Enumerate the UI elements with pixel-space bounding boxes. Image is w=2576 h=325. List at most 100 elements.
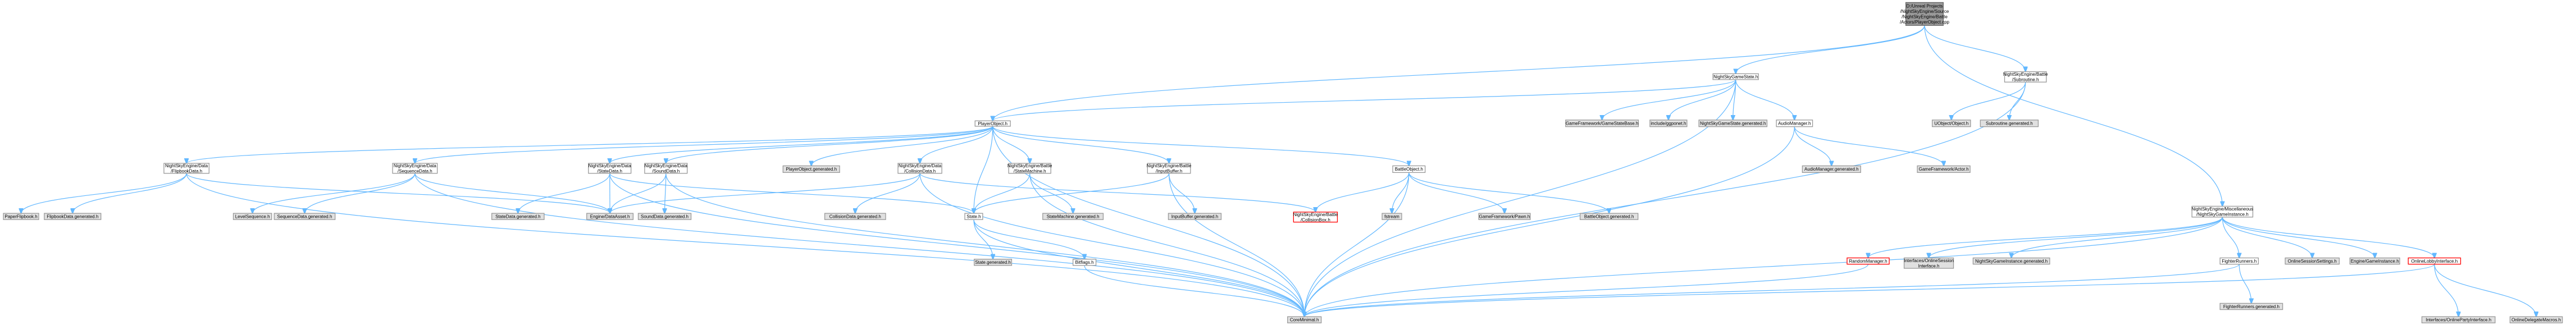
node-label-line: NightSkyEngine/Data (645, 163, 688, 168)
node-bogen[interactable]: BattleObject.generated.h (1579, 213, 1639, 220)
edge-line (1305, 82, 2026, 317)
node-collbox[interactable]: NightSkyEngine/Battle/CollisionBox.h (1293, 212, 1338, 223)
node-sounddatagen[interactable]: SoundData.generated.h (637, 213, 692, 220)
node-statedatagen[interactable]: StateData.generated.h (491, 213, 545, 220)
node-label-line: NightSkyEngine/Battle (1293, 212, 1338, 217)
node-misc[interactable]: NightSkyEngine/Miscellaneous/NightSkyGam… (2191, 205, 2253, 218)
edge-line (665, 173, 1305, 317)
node-box (2509, 316, 2563, 323)
node-fightergen[interactable]: FighterRunners.generated.h (2219, 303, 2283, 310)
node-bitflags[interactable]: Bitflags.h (1072, 259, 1097, 266)
node-box (1903, 257, 1954, 269)
edge-line (973, 219, 1305, 317)
edge-line (1305, 264, 1869, 317)
node-engineda[interactable]: Engine/DataAsset.h (586, 213, 634, 220)
node-box (1392, 165, 1426, 173)
node-enginegi[interactable]: Engine/GameInstance.h (2349, 257, 2400, 265)
node-ggsb[interactable]: GameFramework/GameStateBase.h (1565, 120, 1639, 127)
node-label-line: NightSkyGameState.generated.h (1700, 121, 1766, 126)
include-edge-colldata-to-engineda (610, 173, 920, 213)
node-ifparty[interactable]: Interfaces/OnlinePartyInterface.h (2421, 316, 2496, 323)
node-bo[interactable]: BattleObject.h (1392, 165, 1426, 173)
node-box (782, 165, 840, 173)
node-gfactor[interactable]: GameFramework/Actor.h (1917, 165, 1971, 173)
node-stateh[interactable]: State.h (964, 213, 983, 220)
include-edge-po-to-sounddata (666, 126, 993, 163)
node-coremin[interactable]: CoreMinimal.h (1287, 316, 1322, 323)
node-statemach[interactable]: NightSkyEngine/Battle/StateMachine.h (1007, 163, 1052, 174)
edge-line (21, 173, 187, 213)
node-nsgs[interactable]: NightSkyGameState.h (1712, 73, 1759, 80)
node-statemachgen[interactable]: StateMachine.generated.h (1042, 213, 1104, 220)
node-audiogen[interactable]: AudioManager.generated.h (1802, 165, 1861, 173)
node-subroutine[interactable]: NightSkyEngine/Battle/Subroutine.h (2003, 71, 2048, 83)
edge-line (2222, 217, 2239, 258)
include-edge-inputbuf-to-coremin (1168, 173, 1305, 317)
edge-line (2434, 264, 2459, 317)
node-inputbufgen[interactable]: InputBuffer.generated.h (1168, 213, 1222, 220)
node-nsgsgen[interactable]: NightSkyGameState.generated.h (1698, 120, 1768, 127)
include-edge-bo-to-gfpawn (1408, 172, 1504, 213)
node-inputbuf[interactable]: NightSkyEngine/Battle/InputBuffer.h (1147, 163, 1192, 174)
edge-line (1084, 265, 1305, 317)
node-ggponet[interactable]: include/ggponet.h (1649, 120, 1688, 127)
node-oss[interactable]: OnlineSessionSettings.h (2285, 257, 2340, 265)
node-box (974, 259, 1013, 266)
edge-line (2238, 264, 2251, 304)
node-sounddata[interactable]: NightSkyEngine/Data/SoundData.h (644, 163, 688, 174)
node-stategen[interactable]: State.generated.h (974, 259, 1013, 266)
node-label-line: NightSkyEngine/Data (589, 163, 632, 168)
node-paperflip[interactable]: PaperFlipbook.h (3, 213, 39, 220)
edge-line (610, 173, 667, 213)
node-box (588, 163, 632, 174)
node-delmacros[interactable]: OnlineDelegateMacros.h (2509, 316, 2563, 323)
edge-line (1735, 79, 1795, 120)
node-subgen[interactable]: Subroutine.generated.h (1980, 120, 2039, 127)
node-uobject[interactable]: UObject/Object.h (1931, 120, 1971, 127)
node-label-line: /StateMachine.h (1014, 168, 1046, 173)
node-colldata[interactable]: NightSkyEngine/Data/CollisionData.h (897, 163, 942, 174)
node-fstream[interactable]: fstream (1382, 213, 1402, 220)
edge-line (1794, 126, 1944, 166)
edge-line (253, 173, 416, 213)
node-label-line: /NightSkyEngine/Battle (1902, 14, 1948, 19)
include-edge-flip-to-engineda (186, 173, 610, 213)
include-edge-misc-to-fighter (2222, 217, 2239, 258)
node-colldatagen[interactable]: CollisionData.generated.h (824, 213, 886, 220)
node-flipgen[interactable]: FlipbookData.generated.h (44, 213, 102, 220)
include-edge-po-to-pogen (811, 126, 993, 166)
node-audio[interactable]: AudioManager.h (1776, 120, 1813, 127)
node-random[interactable]: RandomManager.h (1846, 257, 1890, 265)
include-edge-stateh-to-bitflags (973, 219, 1084, 259)
node-pogen[interactable]: PlayerObject.generated.h (782, 165, 840, 173)
include-edge-bo-to-collbox (1315, 172, 1410, 212)
node-flip[interactable]: NightSkyEngine/Data/FlipbookData.h (163, 163, 209, 174)
node-levelseq[interactable]: LevelSequence.h (232, 213, 272, 220)
node-label-line: /CollisionBox.h (1301, 217, 1330, 222)
edge-line (992, 126, 1030, 163)
node-fighter[interactable]: FighterRunners.h (2219, 257, 2259, 265)
node-lobby[interactable]: OnlineLobbyInterface.h (2408, 257, 2461, 265)
edge-line (1924, 25, 2026, 71)
node-statedata[interactable]: NightSkyEngine/Data/StateData.h (588, 163, 632, 174)
include-edge-subroutine-to-coremin (1305, 82, 2026, 317)
node-root[interactable]: D:/Unreal Projects/NightSkyEngine/Source… (1900, 2, 1950, 26)
edge-line (974, 173, 1031, 213)
include-edge-flip-to-paperflip (21, 173, 187, 213)
node-po[interactable]: PlayerObject.h (974, 120, 1011, 127)
edge-line (855, 173, 920, 213)
node-seqgen[interactable]: SequenceData.generated.h (273, 213, 336, 220)
node-box (2421, 316, 2496, 323)
node-box (1980, 120, 2039, 127)
node-seq[interactable]: NightSkyEngine/Data/SequenceData.h (392, 163, 438, 174)
include-edge-seq-to-coremin (414, 173, 1305, 317)
edge-line (1168, 173, 1195, 213)
node-label-line: OnlineLobbyInterface.h (2411, 259, 2458, 264)
node-box (1293, 212, 1338, 223)
node-label-line: NightSkyEngine/Battle (1007, 163, 1052, 168)
node-gfpawn[interactable]: GameFramework/Pawn.h (1478, 213, 1531, 220)
node-nsgigen[interactable]: NightSkyGameInstance.generated.h (1972, 257, 2050, 265)
node-box (1917, 165, 1971, 173)
node-box (1287, 316, 1322, 323)
